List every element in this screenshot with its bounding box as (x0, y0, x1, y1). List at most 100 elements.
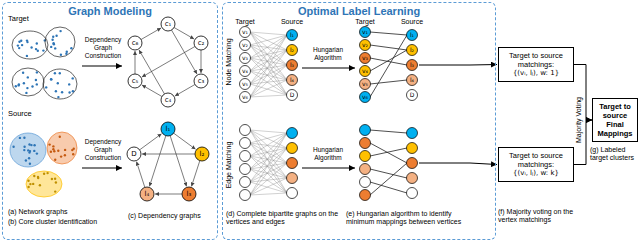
bipartite-edge (250, 133, 287, 156)
source-vertex (407, 143, 418, 154)
bipartite-edge (250, 35, 287, 97)
network-dot (66, 51, 68, 53)
bipartite-edge (250, 133, 287, 143)
hungarian-arrow (302, 67, 355, 68)
vertex-label: l₁ (403, 30, 421, 40)
network-dot (21, 44, 23, 46)
network-dot (68, 83, 70, 85)
target-vertex (240, 190, 251, 201)
network-dot (30, 46, 32, 48)
network-dot (59, 30, 61, 32)
result-box: Target to source matchings:{(vᵢ, lⱼ), w:… (498, 47, 574, 82)
cluster-outline (43, 69, 77, 99)
matching-edge (370, 58, 407, 65)
dependency-link (170, 136, 186, 187)
network-dot (46, 172, 48, 174)
vertex-label: c₄ (159, 95, 177, 105)
matching-edge (370, 169, 407, 178)
vertex-label: v₄ (236, 66, 254, 76)
network-dot (50, 151, 52, 153)
bipartite-edge (250, 35, 287, 58)
cluster-outline (47, 132, 77, 164)
network-dot (50, 46, 52, 48)
network-dot (29, 163, 31, 165)
stage-panel: Optimal Label Learning (222, 2, 496, 240)
bipartite-edge (250, 130, 287, 193)
vertex-label: l₂ (193, 149, 211, 159)
target-vertex (360, 125, 371, 136)
column-label: Target (231, 18, 259, 26)
network-dot (70, 47, 72, 49)
vertex-label: v₅ (356, 79, 374, 89)
network-dot (54, 47, 56, 49)
column-label: Source (278, 18, 306, 26)
network-dot (72, 77, 74, 79)
bipartite-edge (250, 148, 287, 182)
bipartite-edge (250, 143, 287, 148)
bipartite-edge (250, 178, 287, 182)
target-vertex (240, 138, 251, 149)
source-vertex (407, 188, 418, 199)
target-vertex (360, 138, 371, 149)
network-dot (61, 91, 63, 93)
bipartite-edge (250, 35, 287, 45)
network-dot (51, 178, 53, 180)
source-vertex (287, 188, 298, 199)
dependency-link (174, 133, 196, 149)
dependency-link (135, 51, 136, 74)
network-dot (18, 41, 20, 43)
step-caption: (b) Core cluster identification (8, 218, 132, 226)
bipartite-edge (250, 133, 287, 195)
network-dot (53, 43, 55, 45)
vertex-label: c₃ (192, 76, 210, 86)
arrow-label: Hungarian Algorithm (302, 146, 354, 162)
arrow-label: Dependency Graph Construction (80, 36, 126, 60)
network-dot (25, 92, 27, 94)
network-dot (33, 150, 35, 152)
bipartite-edge (250, 182, 287, 193)
network-dot (71, 149, 73, 151)
matching-edge (370, 143, 407, 163)
network-dot (19, 137, 21, 139)
source-vertex (407, 158, 418, 169)
vertex-label: l₄ (283, 75, 301, 85)
network-dot (32, 183, 34, 185)
bipartite-edge (250, 193, 287, 195)
vertex-label: v₆ (236, 92, 254, 102)
network-dot (22, 72, 24, 74)
vertex-label: c₅ (126, 76, 144, 86)
vertex-label: c₁ (159, 19, 177, 29)
vertex-label: v₆ (356, 92, 374, 102)
bipartite-edge (250, 50, 287, 84)
source-vertex (287, 143, 298, 154)
vertex-label: v₁ (356, 27, 374, 37)
vertex-label: v₂ (236, 40, 254, 50)
step-caption: (a) Network graphs (8, 208, 128, 216)
vertex-label: l₂ (283, 45, 301, 55)
network-dot (52, 145, 54, 147)
source-vertex (407, 128, 418, 139)
dependency-link (142, 85, 162, 97)
network-dot (48, 143, 50, 145)
vertex-label: v₁ (236, 27, 254, 37)
bipartite-edge (250, 130, 287, 163)
network-dot (57, 82, 59, 84)
network-dot (57, 96, 59, 98)
bipartite-edge (250, 32, 287, 65)
network-dot (60, 155, 62, 157)
network-dot (18, 47, 20, 49)
panel-title: Graph Modeling (3, 5, 217, 18)
dependency-link (139, 50, 164, 94)
target-vertex (240, 151, 251, 162)
source-vertex (407, 173, 418, 184)
network-dot (28, 157, 30, 159)
network-dot (25, 159, 27, 161)
network-dot (52, 36, 54, 38)
network-dot (26, 87, 28, 89)
vertex-label: l₁ (159, 124, 177, 134)
step-caption: (e) Hungarian algorithm to identify mini… (346, 210, 474, 226)
bipartite-edge (250, 130, 287, 178)
cluster-outline (10, 133, 46, 167)
network-dot (37, 177, 39, 179)
